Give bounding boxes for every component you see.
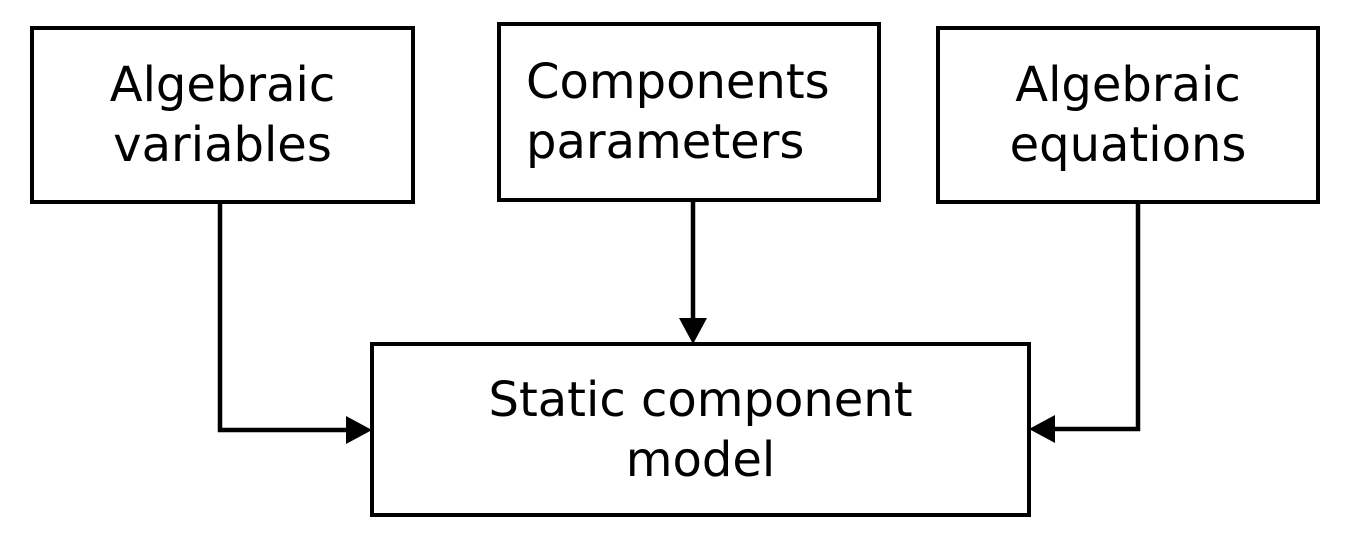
node-static-component-model: Static component model	[370, 342, 1031, 517]
arrowhead-left-icon	[1029, 415, 1055, 443]
node-label-line: model	[625, 431, 776, 488]
node-label-line: Components	[526, 54, 830, 110]
node-components-parameters: Components parameters	[497, 22, 881, 202]
node-label-line: parameters	[526, 114, 805, 170]
arrowhead-right-icon	[346, 416, 372, 444]
arrow-components-parameters-to-model	[679, 198, 707, 344]
arrow-algebraic-equations-to-model	[1029, 198, 1141, 443]
arrow-algebraic-variables-to-model	[217, 201, 372, 444]
node-label-line: variables	[113, 117, 332, 173]
node-algebraic-equations: Algebraic equations	[936, 26, 1320, 204]
node-label-line: Static component	[488, 371, 913, 428]
node-label-line: equations	[1009, 117, 1247, 173]
arrowhead-down-icon	[679, 318, 707, 344]
node-algebraic-variables: Algebraic variables	[30, 26, 415, 204]
node-label-line: Algebraic	[1015, 57, 1241, 113]
node-label-line: Algebraic	[109, 57, 336, 113]
